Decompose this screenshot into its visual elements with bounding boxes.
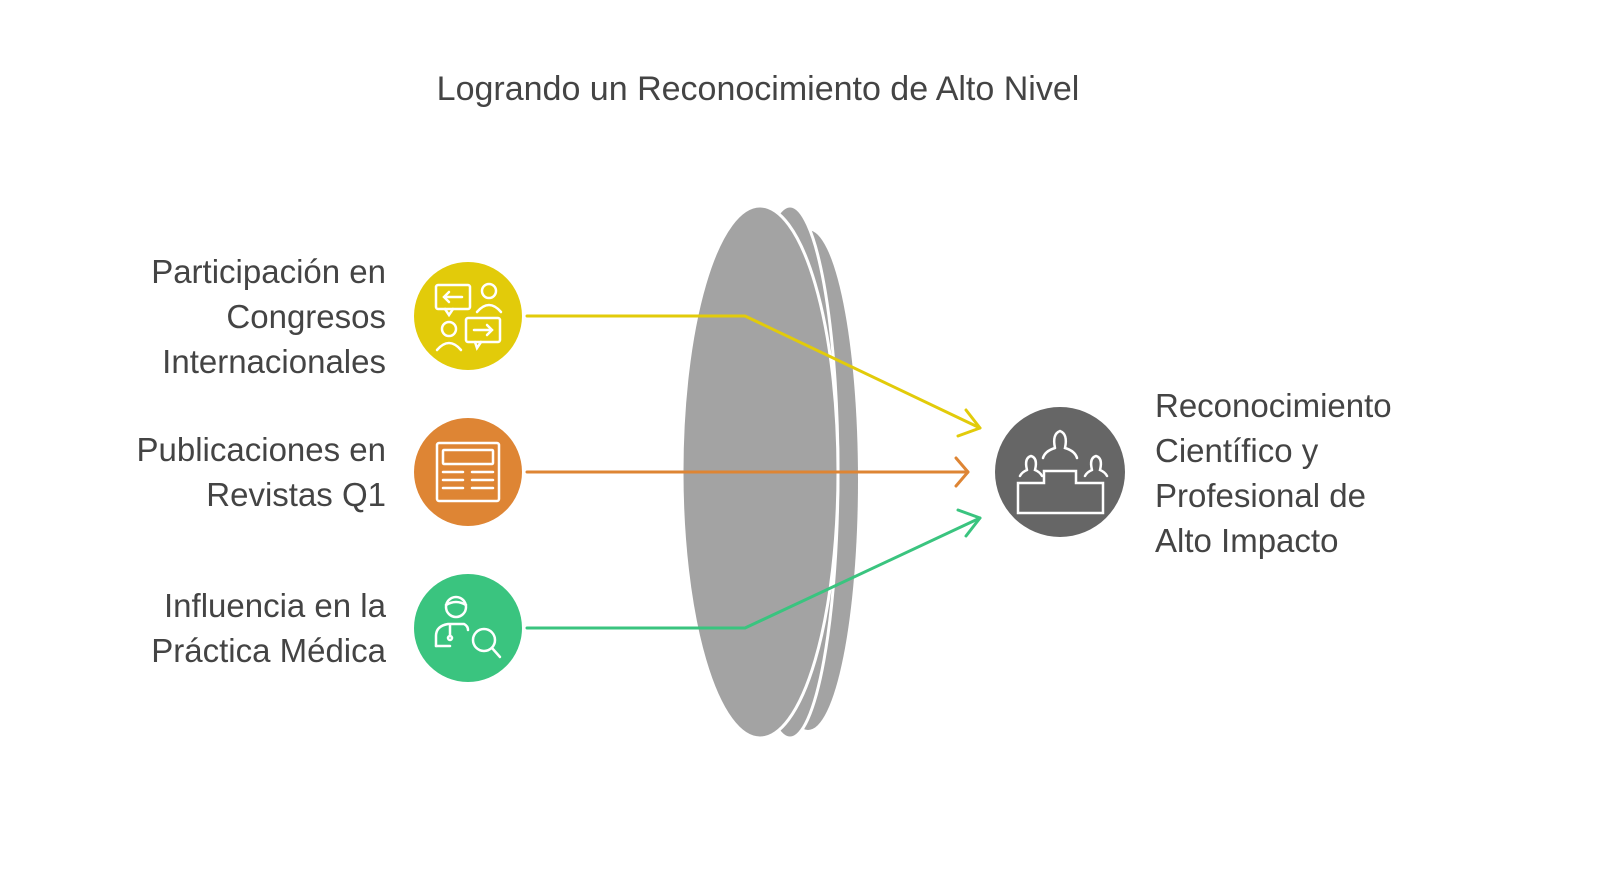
label-line: Participación en <box>151 253 386 290</box>
label-line: Congresos <box>226 298 386 335</box>
arrow-publicaciones <box>525 456 970 488</box>
label-line: Influencia en la <box>164 587 386 624</box>
arrow-influencia <box>525 508 982 630</box>
label-congresos: Participación en Congresos Internacional… <box>151 249 386 384</box>
label-publicaciones: Publicaciones en Revistas Q1 <box>137 427 387 517</box>
conference-discussion-icon <box>414 262 522 370</box>
label-line: Internacionales <box>162 343 386 380</box>
label-influencia: Influencia en la Práctica Médica <box>151 583 386 673</box>
label-output: Reconocimiento Científico y Profesional … <box>1155 383 1392 563</box>
label-line: Profesional de <box>1155 477 1366 514</box>
diagram-title: Logrando un Reconocimiento de Alto Nivel <box>436 70 1080 108</box>
doctor-search-icon <box>414 574 522 682</box>
arrow-congresos <box>525 314 982 438</box>
journal-article-icon <box>414 418 522 526</box>
label-line: Publicaciones en <box>136 431 387 468</box>
label-line: Práctica Médica <box>151 632 386 669</box>
podium-people-icon <box>995 407 1125 537</box>
label-line: Alto Impacto <box>1155 522 1339 559</box>
label-line: Revistas Q1 <box>206 476 386 513</box>
label-line: Reconocimiento <box>1155 387 1392 424</box>
label-line: Científico y <box>1155 432 1319 469</box>
